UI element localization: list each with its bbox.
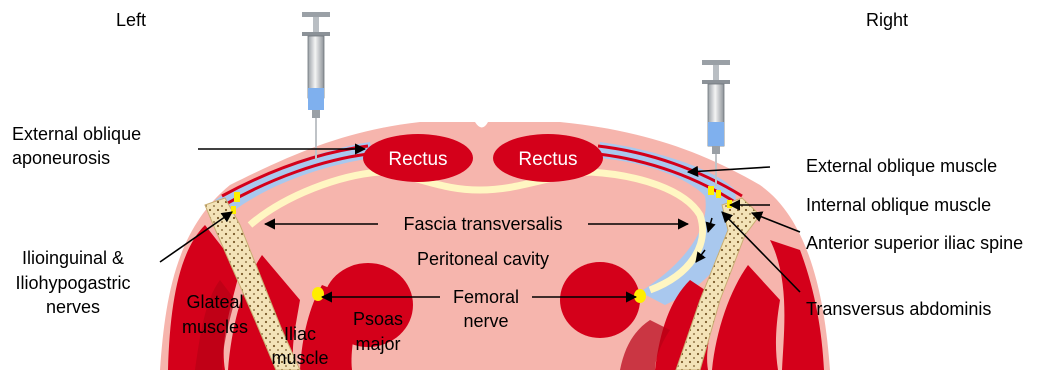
right-side-label: Right: [866, 10, 908, 30]
glateal-muscles-label-line2: muscles: [182, 317, 248, 337]
external-oblique-aponeurosis-line1: External oblique: [12, 124, 141, 144]
nerve-right-3: [727, 200, 732, 208]
femoral-nerve-label-line1: Femoral: [453, 287, 519, 307]
ilioinguinal-label-line2: Iliohypogastric: [15, 273, 130, 293]
rectus-left-label: Rectus: [388, 149, 447, 170]
iliac-muscle-label-line2: muscle: [271, 348, 328, 368]
asis-label: Anterior superior iliac spine: [806, 233, 1023, 253]
nerve-right-2: [716, 190, 721, 198]
fascia-transversalis-label: Fascia transversalis: [403, 214, 562, 234]
femoral-nerve-left: [312, 287, 324, 301]
femoral-nerve-right: [634, 289, 646, 303]
glateal-muscles-label-line1: Glateal: [186, 292, 243, 312]
left-side-label: Left: [116, 10, 146, 30]
ilioinguinal-nerve-left: [234, 192, 240, 202]
nerve-right-1: [708, 186, 714, 195]
peritoneal-cavity-label: Peritoneal cavity: [417, 249, 549, 269]
ilioinguinal-label-line3: nerves: [46, 297, 100, 317]
psoas-major-label-line1: Psoas: [353, 309, 403, 329]
external-oblique-muscle-label: External oblique muscle: [806, 156, 997, 176]
ilioinguinal-label-line1: Ilioinguinal &: [22, 248, 124, 268]
transversus-abdominis-label: Transversus abdominis: [806, 299, 991, 319]
rectus-right-label: Rectus: [518, 149, 577, 170]
syringe-icon: [302, 12, 330, 160]
internal-oblique-muscle-label: Internal oblique muscle: [806, 195, 991, 215]
psoas-major-label-line2: major: [355, 334, 400, 354]
femoral-nerve-label-line2: nerve: [463, 311, 508, 331]
external-oblique-aponeurosis-line2: aponeurosis: [12, 148, 110, 168]
iliac-muscle-label-line1: Iliac: [284, 324, 316, 344]
